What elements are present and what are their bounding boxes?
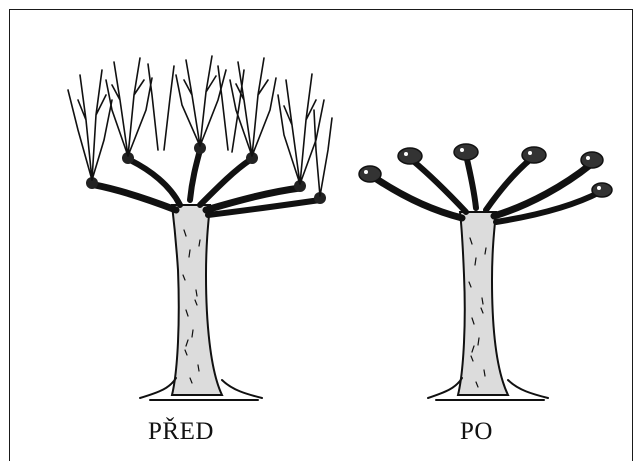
tree-before-limb (95, 185, 176, 210)
tree-before-trunk (172, 205, 222, 395)
tree-before (68, 56, 332, 400)
caption-after: PO (460, 418, 493, 446)
tree-after (359, 144, 612, 400)
caption-before: PŘED (148, 418, 214, 446)
